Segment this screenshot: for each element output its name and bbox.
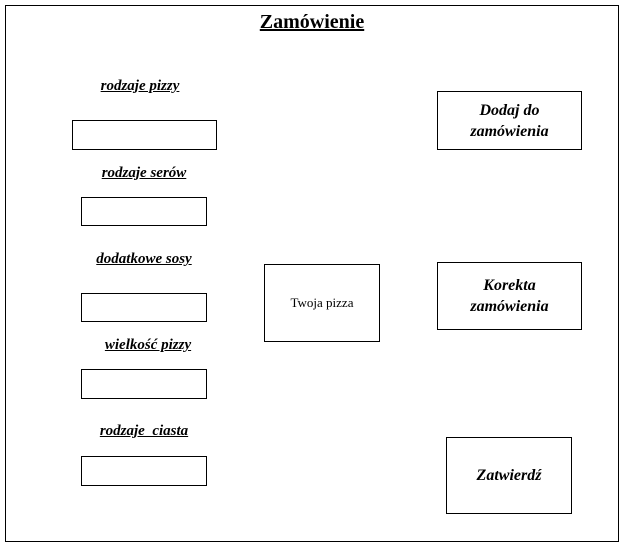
order-form-frame: [5, 5, 619, 542]
add-to-order-button[interactable]: Dodaj do zamówienia: [437, 91, 582, 150]
extra-sauces-field[interactable]: [81, 293, 207, 322]
confirm-button[interactable]: Zatwierdź: [446, 437, 572, 514]
extra-sauces-label: dodatkowe sosy: [96, 251, 192, 267]
page-title: Zamówienie: [259, 11, 365, 33]
dough-type-label: rodzaje ciasta: [99, 423, 189, 439]
cheese-type-field[interactable]: [81, 197, 207, 226]
correct-order-button[interactable]: Korekta zamówienia: [437, 262, 582, 330]
pizza-preview: Twoja pizza: [264, 264, 380, 342]
cheese-type-label: rodzaje serów: [101, 165, 187, 181]
dough-type-field[interactable]: [81, 456, 207, 486]
pizza-size-label: wielkość pizzy: [104, 337, 192, 353]
pizza-type-label: rodzaje pizzy: [100, 78, 180, 94]
pizza-size-field[interactable]: [81, 369, 207, 399]
pizza-type-field[interactable]: [72, 120, 217, 150]
